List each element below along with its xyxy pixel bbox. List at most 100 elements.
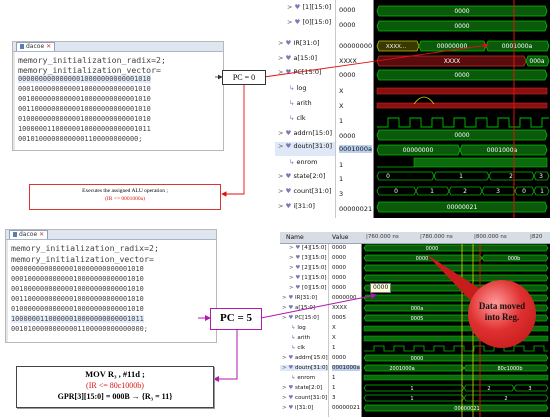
signal-row[interactable]: > ♥ PC[15:0] [275, 68, 335, 82]
expand-arrow-icon[interactable]: > [289, 255, 294, 261]
coe-tab-label: dacoe [26, 43, 45, 50]
signal-row[interactable]: ↳ enrom [275, 158, 335, 172]
expand-arrow-icon[interactable]: > [282, 405, 287, 411]
waveform-canvas-bottom[interactable]: 0000 0000 000b 80c1000b 000a 0005 0000 2… [362, 244, 550, 417]
signal-row[interactable]: > ♥ [0][15:0] [275, 18, 335, 32]
signal-name: IR[31:0] [293, 39, 320, 47]
signal-name: PC[15:0] [295, 315, 319, 321]
bus-icon: ♥ [294, 18, 301, 26]
signal-name: count[31:0] [293, 187, 332, 195]
signal-name: arith [296, 99, 312, 107]
signal-value: 0000 [339, 71, 356, 79]
expand-arrow-icon[interactable]: > [282, 295, 287, 301]
file-icon [13, 232, 17, 237]
bus-label: XXXX [444, 58, 460, 65]
signal-value: 3 [339, 190, 344, 198]
expand-arrow-icon[interactable]: > [278, 68, 284, 76]
coe-editor-top[interactable]: memory_initialization_radix=2; memory_in… [13, 52, 223, 150]
signal-row[interactable]: > ♥ [1][15:0] [280, 275, 328, 281]
expand-arrow-icon[interactable]: > [287, 18, 293, 26]
close-icon[interactable]: ✕ [39, 231, 45, 238]
expand-arrow-icon[interactable]: > [282, 395, 287, 401]
signal-row[interactable]: ↳ enrom [280, 375, 328, 381]
bus-label: 000b [508, 256, 521, 262]
signal-row[interactable]: ↳ clk [280, 345, 328, 351]
expand-arrow-icon[interactable]: > [278, 54, 284, 62]
signal-row[interactable]: > ♥ IR[31:0] [275, 39, 335, 53]
expand-arrow-icon[interactable]: > [282, 305, 287, 311]
expand-arrow-icon[interactable]: > [289, 265, 294, 271]
coe-line: 00000000000000010000000000001010 [11, 265, 144, 273]
coe-file-tab[interactable]: dacoe✕ [9, 230, 49, 239]
signal-row[interactable]: > ♥ i[31:0] [275, 202, 335, 216]
signal-row-selected[interactable]: > ♥ doutn[31:0] [275, 142, 335, 156]
signal-value: 0000 [339, 21, 356, 29]
time-label: |760.000 ns [366, 234, 399, 240]
expand-arrow-icon[interactable]: > [282, 355, 287, 361]
signal-row[interactable]: > ♥ IR[31:0] [280, 295, 328, 301]
signal-row[interactable]: > ♥ [2][15:0] [280, 265, 328, 271]
signal-row[interactable]: > ♥ a[15:0] [275, 54, 335, 68]
waveform-canvas-top[interactable]: 0000 0000 XXXX... 00000000 0001000a XXXX… [374, 0, 550, 218]
expand-arrow-icon[interactable]: > [282, 365, 287, 371]
value-column-header[interactable]: Value [332, 234, 349, 241]
bus-segment [363, 264, 549, 272]
name-column-header[interactable]: Name [286, 234, 304, 241]
signal-row[interactable]: > ♥ [0][15:0] [280, 285, 328, 291]
coe-line: memory_initialization_vector= [18, 65, 161, 75]
signal-row-selected[interactable]: > ♥ doutn[31:0] [280, 365, 328, 371]
coe-editor-bottom[interactable]: memory_initialization_radix=2; memory_in… [6, 240, 216, 342]
signal-row[interactable]: ↳ arith [275, 99, 335, 113]
signal-row[interactable]: > ♥ state[2:0] [275, 172, 335, 186]
clock-wave [377, 117, 549, 128]
expand-arrow-icon[interactable]: > [287, 3, 293, 11]
signal-row[interactable]: > ♥ state[2:0] [280, 385, 328, 391]
expand-arrow-icon[interactable]: > [278, 172, 284, 180]
signal-row[interactable]: > ♥ i[31:0] [280, 405, 328, 411]
expand-arrow-icon[interactable]: > [289, 285, 294, 291]
expand-arrow-icon[interactable]: > [289, 275, 294, 281]
bus-label: 2 [487, 386, 490, 392]
expand-arrow-icon[interactable]: > [278, 39, 284, 47]
waveform-header: Name Value |760.000 ns |780.000 ns |800.… [280, 232, 550, 244]
bus-segment [363, 244, 549, 252]
signal-row[interactable]: ↳ log [280, 325, 328, 331]
bus-segment [533, 171, 550, 181]
signal-row[interactable]: > ♥ count[31:0] [280, 395, 328, 401]
signal-row[interactable]: > ♥ addrn[15:0] [275, 129, 335, 143]
signal-row[interactable]: > ♥ count[31:0] [275, 187, 335, 201]
close-icon[interactable]: ✕ [46, 43, 52, 50]
bus-icon: ♥ [288, 295, 294, 301]
bus-label: 1 [410, 396, 413, 402]
signal-row[interactable]: > ♥ [3][15:0] [280, 255, 328, 261]
expand-arrow-icon[interactable]: > [278, 142, 284, 150]
coe-line: 00110000000000010000000000001010 [11, 295, 144, 303]
bus-icon: ♥ [288, 315, 294, 321]
bus-label: 00000021 [454, 406, 479, 412]
signal-row[interactable]: ↳ arith [280, 335, 328, 341]
signal-row[interactable]: > ♥ PC[15:0] [280, 315, 328, 321]
signal-value: 0000 [332, 285, 346, 291]
bus-icon: ♥ [285, 68, 292, 76]
expand-arrow-icon[interactable]: > [278, 202, 284, 210]
signal-row[interactable]: ↳ log [275, 84, 335, 98]
signal-row[interactable]: > ♥ [4][15:0] [280, 245, 328, 251]
transition-curve [413, 96, 435, 105]
signal-row[interactable]: > ♥ a[15:0] [280, 305, 328, 311]
expand-arrow-icon[interactable]: > [282, 385, 287, 391]
signal-value: 1 [339, 175, 344, 183]
x-signal [376, 87, 548, 95]
signal-name: i[31:0] [295, 405, 314, 411]
bus-segment [376, 5, 548, 17]
expand-arrow-icon[interactable]: > [278, 187, 284, 195]
coe-file-tab[interactable]: dacoe✕ [16, 42, 56, 51]
expand-arrow-icon[interactable]: > [278, 129, 284, 137]
expand-arrow-icon[interactable]: > [289, 245, 294, 251]
bus-label: 000a [529, 58, 544, 65]
signal-row[interactable]: ↳ clk [275, 114, 335, 128]
signal-name: enrom [297, 375, 316, 381]
expand-arrow-icon[interactable]: > [282, 315, 287, 321]
bus-segment [363, 404, 549, 412]
signal-row[interactable]: > ♥ addrn[15:0] [280, 355, 328, 361]
signal-row[interactable]: > ♥ [1][15:0] [275, 3, 335, 17]
